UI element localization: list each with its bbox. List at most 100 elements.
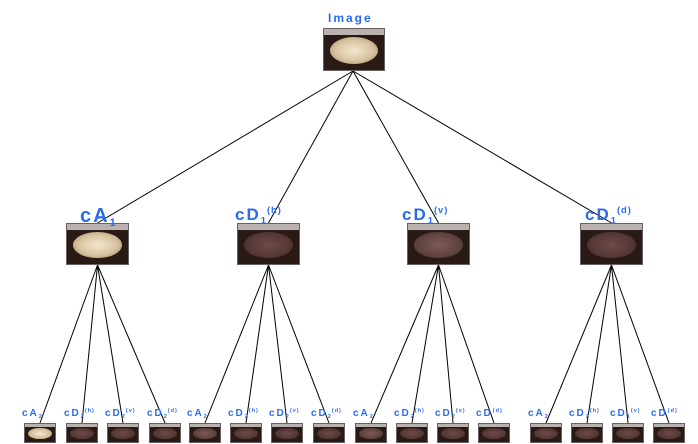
- level1-label-2: cD1(v): [402, 205, 449, 226]
- label-superscript: (h): [414, 408, 425, 414]
- label-superscript: (v): [433, 205, 449, 215]
- label-subscript: 2: [285, 414, 290, 421]
- label-base: cA: [187, 408, 204, 419]
- root-image-thumb: [323, 28, 385, 71]
- level2-thumb-3-1: [571, 423, 603, 443]
- thumb-texture: [359, 427, 383, 440]
- level2-thumb-2-2: [437, 423, 469, 443]
- level2-label-0-1: cD2(h): [64, 408, 95, 421]
- thumb-header-strip: [479, 424, 509, 427]
- label-subscript: 1: [109, 216, 117, 229]
- label-subscript: 2: [451, 414, 456, 421]
- edge-level1-2-to-level2-0: [370, 264, 439, 424]
- edge-root-to-level1-1: [268, 70, 354, 224]
- thumb-texture: [193, 427, 217, 440]
- label-base: cD: [394, 408, 411, 420]
- label-base: cD: [64, 408, 81, 420]
- thumb-texture: [441, 427, 465, 440]
- thumb-header-strip: [408, 224, 469, 230]
- label-base: cD: [435, 408, 452, 420]
- level2-thumb-2-1: [396, 423, 428, 443]
- label-subscript: 2: [544, 413, 549, 420]
- label-subscript: 2: [80, 414, 85, 421]
- level2-thumb-1-3: [313, 423, 345, 443]
- label-superscript: (h): [84, 408, 95, 414]
- edge-level1-1-to-level2-2: [268, 264, 288, 424]
- edge-level1-2-to-level2-3: [438, 264, 495, 424]
- level1-label-3: cD1(d): [585, 205, 632, 226]
- thumb-header-strip: [438, 424, 468, 427]
- edge-level1-1-to-level2-0: [204, 264, 269, 424]
- level2-label-2-3: cD(d): [476, 408, 503, 419]
- label-subscript: 1: [610, 215, 617, 226]
- level2-label-1-1: cD2(h): [228, 408, 259, 421]
- thumb-header-strip: [108, 424, 138, 427]
- label-superscript: (d): [616, 205, 632, 215]
- thumb-header-strip: [67, 424, 97, 427]
- label-superscript: (v): [630, 408, 641, 414]
- label-subscript: 2: [203, 413, 208, 420]
- level2-thumb-0-0: [24, 423, 56, 443]
- label-superscript: (d): [492, 408, 503, 414]
- label-superscript: (d): [167, 408, 178, 414]
- thumb-header-strip: [190, 424, 220, 427]
- label-base: cD: [235, 205, 261, 224]
- level1-thumb-1: [237, 223, 300, 265]
- thumb-texture: [534, 427, 558, 440]
- label-base: cD: [651, 408, 668, 420]
- thumb-texture: [400, 427, 424, 440]
- thumb-header-strip: [324, 29, 384, 35]
- thumb-texture: [482, 427, 506, 440]
- thumb-texture: [244, 232, 293, 259]
- label-base: cA: [353, 408, 370, 419]
- level1-thumb-2: [407, 223, 470, 265]
- thumb-texture: [330, 37, 378, 65]
- level2-label-0-0: cA2: [22, 409, 43, 420]
- thumb-header-strip: [397, 424, 427, 427]
- edge-level1-0-to-level2-2: [97, 264, 124, 424]
- level2-thumb-1-2: [271, 423, 303, 443]
- level2-label-1-3: cD2(d): [311, 408, 342, 421]
- label-base: cD: [402, 205, 428, 224]
- level1-thumb-0: [66, 223, 129, 265]
- edge-level1-1-to-level2-1: [245, 264, 269, 424]
- label-superscript: (v): [125, 408, 136, 414]
- thumb-header-strip: [272, 424, 302, 427]
- thumb-header-strip: [572, 424, 602, 427]
- edge-level1-3-to-level2-0: [545, 264, 612, 424]
- edge-level1-0-to-level2-0: [39, 264, 98, 424]
- label-base: cA: [80, 205, 110, 227]
- level1-thumb-3: [580, 223, 643, 265]
- label-subscript: 2: [369, 413, 374, 420]
- thumb-texture: [275, 427, 299, 440]
- label-subscript: 2: [163, 414, 168, 421]
- level2-thumb-2-0: [355, 423, 387, 443]
- label-base: cD: [585, 205, 611, 224]
- thumb-header-strip: [25, 424, 55, 427]
- label-base: cD: [311, 408, 328, 420]
- edge-level1-3-to-level2-1: [586, 264, 612, 424]
- edge-level1-1-to-level2-3: [268, 264, 330, 424]
- level2-label-2-2: cD2(v): [435, 408, 466, 421]
- label-subscript: 2: [121, 414, 126, 421]
- level2-label-3-3: cD(d): [651, 408, 678, 420]
- level2-label-0-2: cD2(v): [105, 408, 136, 421]
- thumb-header-strip: [356, 424, 386, 427]
- label-subscript: 2: [410, 414, 415, 421]
- level2-thumb-2-3: [478, 423, 510, 443]
- edge-level1-2-to-level2-2: [438, 264, 454, 424]
- level2-label-1-2: cD2(v): [269, 408, 300, 421]
- level2-thumb-0-2: [107, 423, 139, 443]
- label-superscript: (v): [455, 408, 466, 414]
- level2-thumb-1-1: [230, 423, 262, 443]
- level2-label-0-3: cD2(d): [147, 408, 178, 421]
- thumb-texture: [317, 427, 341, 440]
- thumb-header-strip: [150, 424, 180, 427]
- thumb-texture: [234, 427, 258, 440]
- thumb-header-strip: [613, 424, 643, 427]
- label-base: cA: [22, 408, 39, 419]
- label-superscript: (h): [589, 408, 600, 414]
- label-base: cD: [147, 408, 164, 420]
